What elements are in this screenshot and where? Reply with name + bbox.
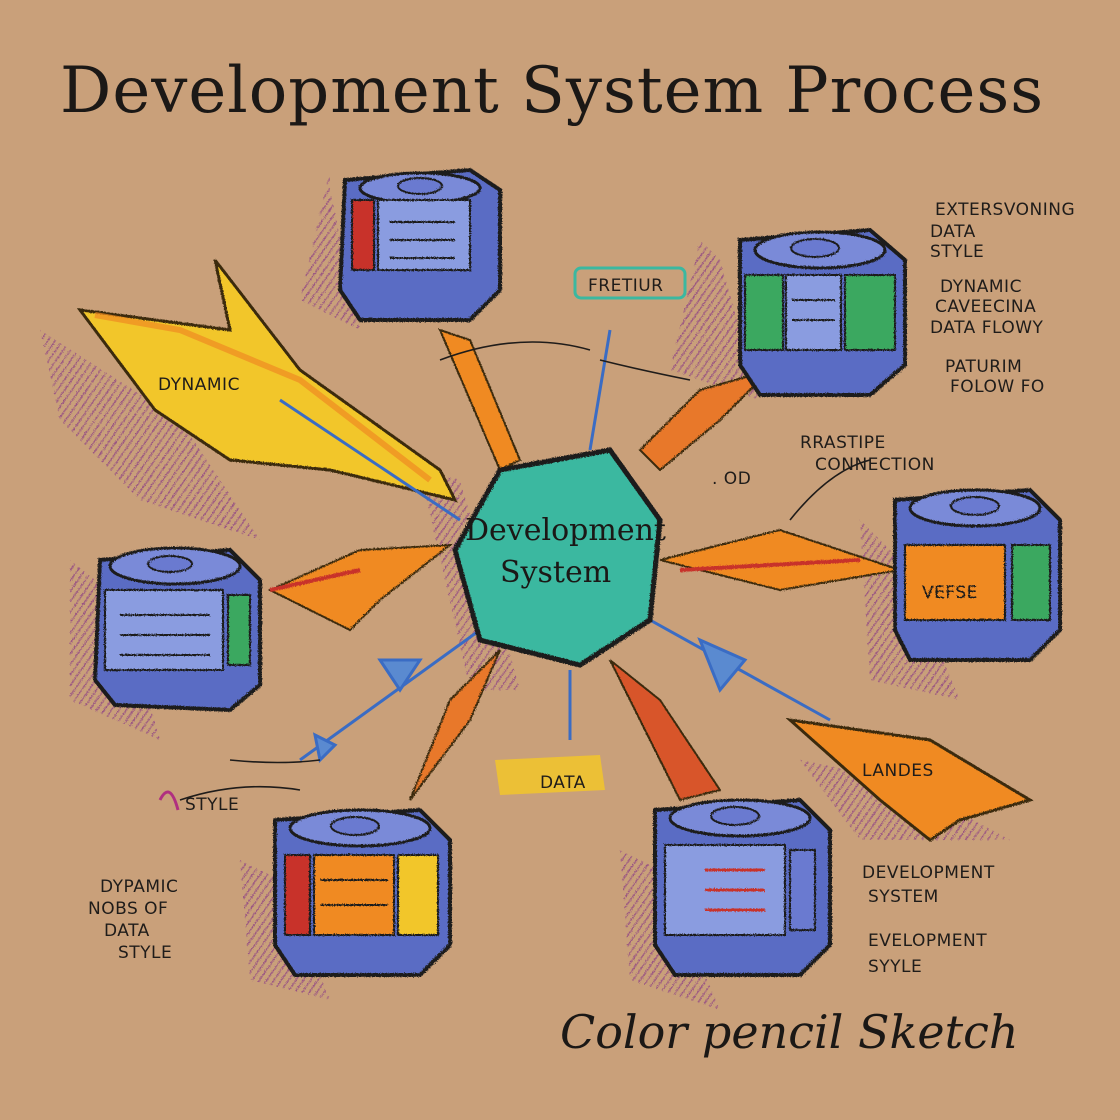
database-node-bottom-left[interactable] [273,807,452,977]
note-br-2: SYSTEM [868,887,939,907]
fretiur-scribble [573,266,687,300]
note-tr-8: FOLOW FO [950,377,1045,397]
note-bl-2: NOBS OF [88,899,168,919]
note-tr-2: DATA [930,222,976,242]
center-label-line2: System [500,555,611,590]
label-landes: LANDES [862,761,934,781]
notes-bottom-right: DEVELOPMENT SYSTEM EVELOPMENT SYYLE [862,863,995,977]
note-bl-1: DYPAMIC [100,877,178,897]
note-tr-3: STYLE [930,242,984,262]
blue-connectors [279,329,831,764]
database-node-bottom-right[interactable] [653,797,832,977]
database-node-left[interactable] [92,546,262,713]
note-bl-3: DATA [104,921,150,941]
thin-connectors [179,341,871,801]
diagram-title: Development System Process [60,54,1044,128]
note-tr-4: DYNAMIC [940,277,1022,297]
note-tr-6: DATA FLOWY [930,318,1044,338]
database-node-top[interactable] [337,167,502,322]
label-rrastipe: RRASTIPE [800,433,886,453]
label-od: . OD [712,469,751,489]
label-style: STYLE [185,795,239,815]
connector-spikes [267,328,901,802]
notes-top-right: EXTERSVONING DATA STYLE DYNAMIC CAVEECIN… [930,200,1075,397]
label-data: DATA [540,773,586,793]
note-tr-1: EXTERSVONING [935,200,1075,220]
note-br-4: SYYLE [868,957,922,977]
label-connection: CONNECTION [815,455,935,475]
center-label-line1: Development [465,513,666,548]
yellow-arrow-shape [76,259,458,503]
data-highlight [495,755,605,795]
database-node-top-right[interactable] [738,227,907,397]
label-dynamic: DYNAMIC [158,375,240,395]
note-br-3: EVELOPMENT [868,931,987,951]
label-fretiur: FRETIUR [588,276,663,296]
note-tr-7: PATURIM [945,357,1022,377]
notes-bottom-left: DYPAMIC NOBS OF DATA STYLE [88,877,178,963]
label-vefse: VEFSE [922,583,978,603]
center-node[interactable]: Development System [452,447,666,668]
note-br-1: DEVELOPMENT [862,863,995,883]
orange-arrow-shape [785,717,1034,842]
style-mark [158,790,180,811]
database-node-right[interactable]: VEFSE [893,487,1062,662]
note-bl-4: STYLE [118,943,172,963]
note-tr-5: CAVEECINA [935,297,1036,317]
footer-caption: Color pencil Sketch [560,1005,1019,1059]
